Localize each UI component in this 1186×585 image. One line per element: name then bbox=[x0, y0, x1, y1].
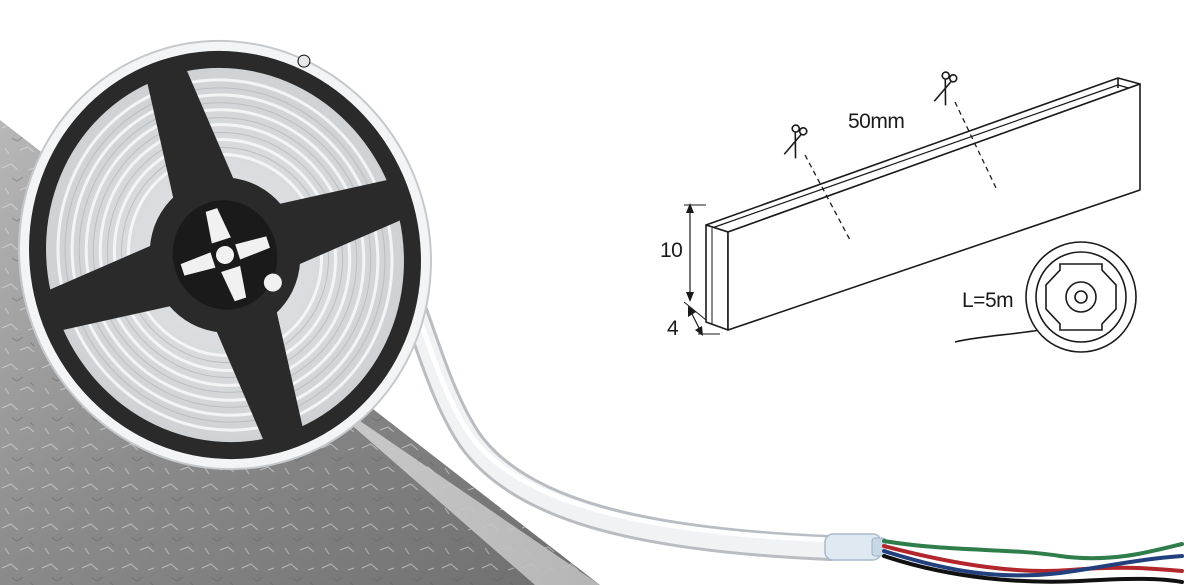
scissors-icon bbox=[783, 124, 808, 159]
rgb-wires bbox=[882, 539, 1184, 584]
height-dimension-label: 10 bbox=[660, 239, 683, 262]
strip-dimension-drawing bbox=[683, 77, 1141, 336]
length-label: L=5m bbox=[962, 289, 1014, 312]
reel-icon bbox=[954, 241, 1137, 353]
width-dimension-label: 4 bbox=[667, 317, 679, 340]
wire-green bbox=[882, 539, 1184, 561]
wire-black bbox=[882, 554, 1184, 584]
strip-end-cap bbox=[824, 533, 887, 561]
scissors-icon bbox=[933, 71, 958, 106]
cut-spacing-label: 50mm bbox=[848, 110, 905, 133]
reel bbox=[18, 39, 432, 471]
wire-blue bbox=[882, 549, 1184, 578]
